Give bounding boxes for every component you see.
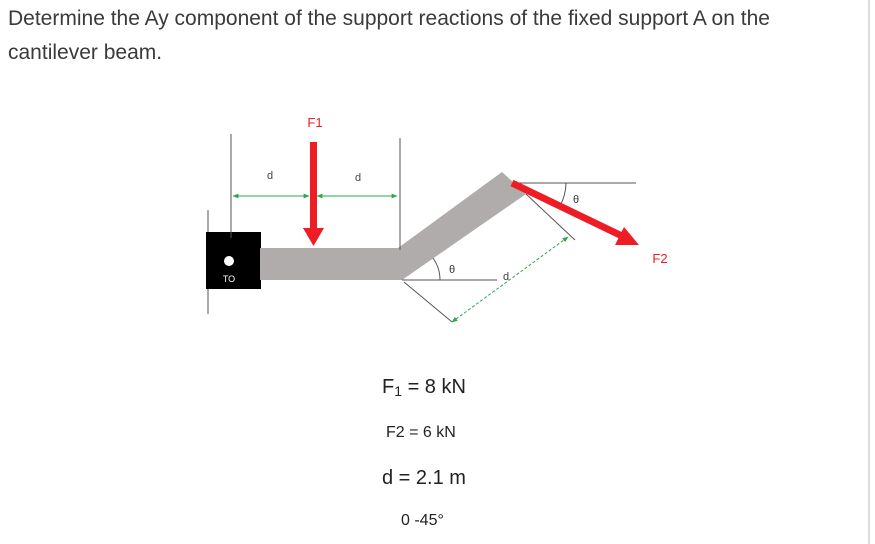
given-d: d = 2.1 m: [382, 467, 466, 489]
given-f1: F1 = 8 kN: [382, 376, 466, 399]
question-text: Determine the Ay component of the suppor…: [8, 7, 770, 64]
angle-label-top: θ: [573, 194, 579, 206]
right-border: [868, 0, 870, 544]
given-theta: 0 -45°: [401, 512, 444, 529]
given-f1-subscript: 1: [394, 383, 403, 399]
dimension-label-d2: d: [355, 172, 361, 184]
force-f2-label: F2: [652, 251, 667, 266]
dimension-label-d1: d: [267, 170, 273, 182]
angle-label-bottom: θ: [449, 264, 455, 276]
support-label: TO: [223, 274, 235, 284]
force-f1-shaft: [310, 142, 317, 230]
given-f1-value: = 8 kN: [402, 376, 466, 398]
dimension-arrow-inclined: [451, 236, 569, 323]
angle-arc-top: [559, 182, 567, 207]
inclined-extension-top: [525, 193, 576, 241]
angle-arc-bottom: [432, 257, 441, 281]
given-f2: F2 = 6 kN: [386, 424, 456, 441]
force-f1-label: F1: [307, 115, 322, 130]
given-f1-symbol: F: [382, 376, 395, 398]
inclined-extension-bottom: [403, 281, 453, 323]
dimension-label-inclined: d: [503, 271, 509, 283]
beam-inclined-segment: [398, 172, 526, 280]
support-point-marker: [224, 256, 234, 266]
force-f2-arrowhead: [615, 227, 639, 245]
force-f1-arrowhead: [303, 228, 324, 246]
force-f2-shaft: [510, 179, 624, 240]
beam-horizontal-segment: [260, 248, 402, 280]
